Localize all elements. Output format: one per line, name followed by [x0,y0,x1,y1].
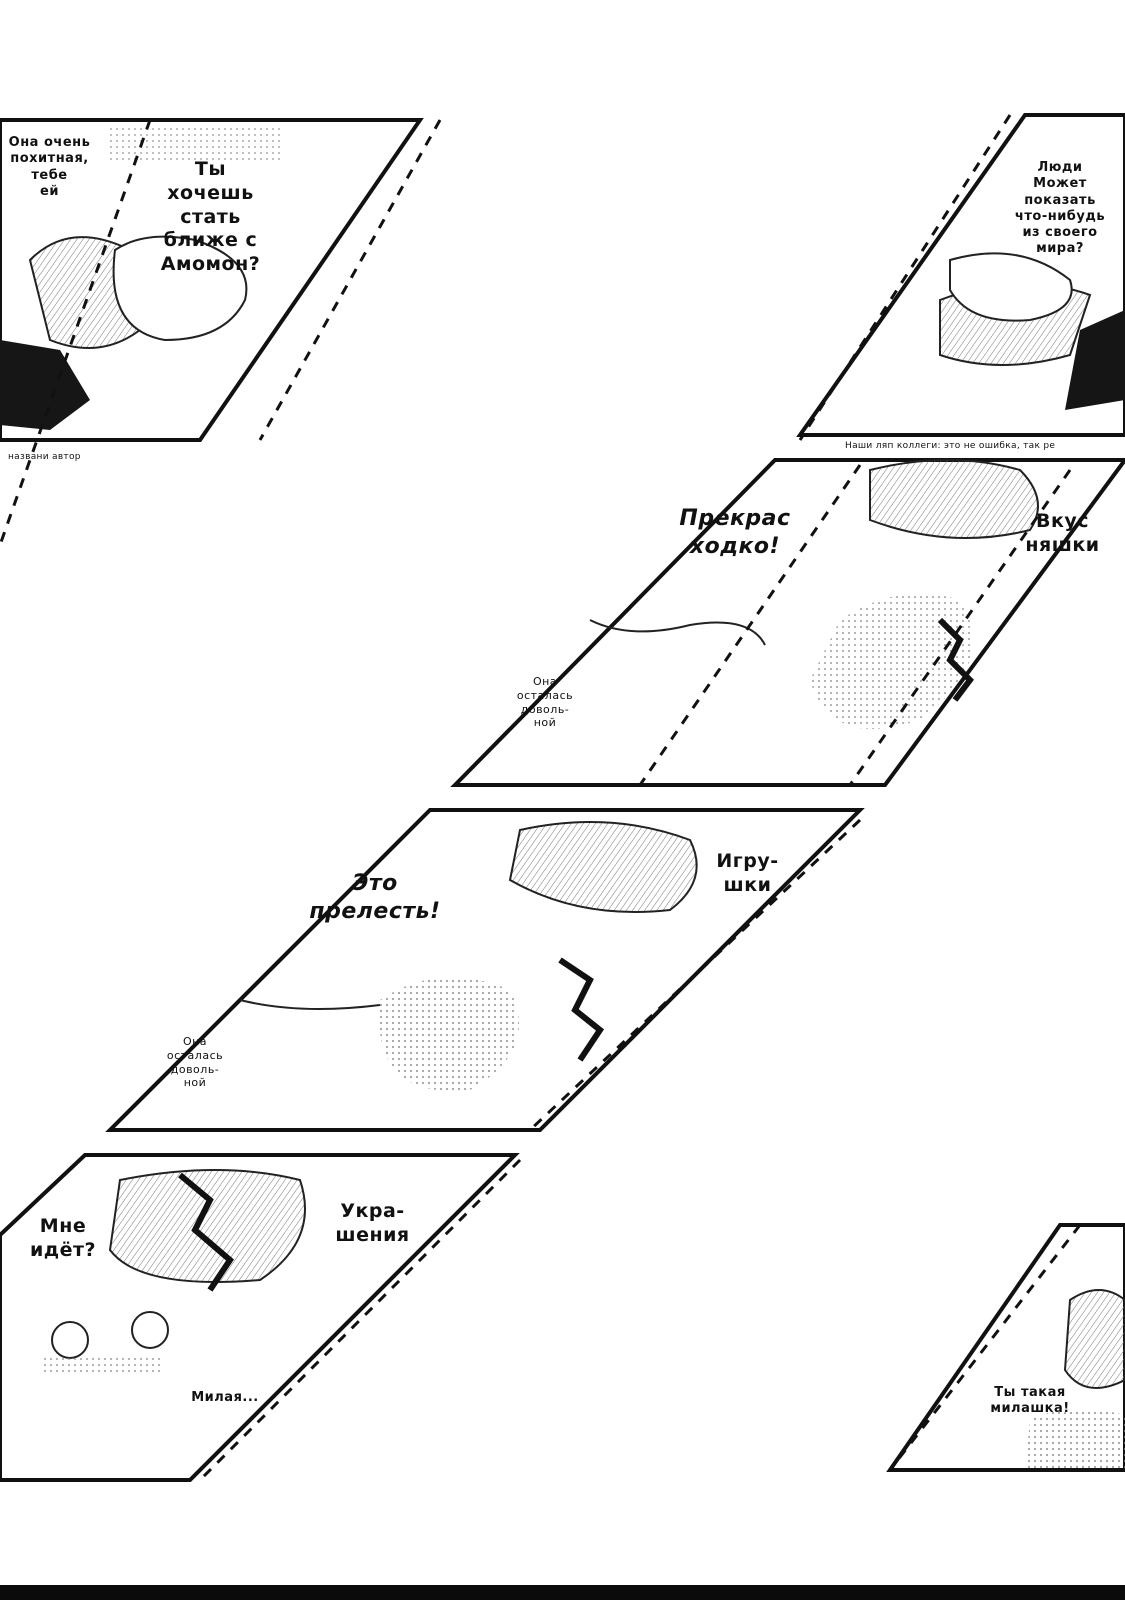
panel-6 [886,1223,1125,1472]
speech-bubble-p6: Ты такая милашка! [990,1385,1070,1417]
narration-p3: Она осталась доволь- ной [516,675,574,730]
bottom-black-bar [0,1585,1125,1600]
shout-p4: Это прелесть! [309,871,441,924]
footnote-p1: названи автор [8,452,81,462]
speech-p5-left: Мне идёт? [29,1215,97,1261]
panel-4 [105,808,865,1132]
panel-5 [0,1153,520,1482]
caption-p3-right: Вкус няшки [1025,510,1100,556]
caption-p4-right: Игру- шки [716,850,779,896]
speech-bubble-p2: Люди Может показать что-нибудь из своего… [1014,160,1106,257]
speech-bubble-p1-right: Ты хочешь стать ближе с Амомон? [160,158,261,275]
shout-p3: Прекрас ходко! [679,506,791,559]
narration-p4: Она осталась доволь- ной [166,1035,224,1090]
panel-1 [0,118,424,442]
panel-3 [450,458,1125,787]
speech-p5-bottom: Милая... [191,1390,259,1405]
caption-p5-right: Укра- шения [335,1200,410,1246]
gutter-dashes [0,114,1082,1482]
footnote-p2: Наши ляп коллеги: это не ошибка, так ре [845,441,1056,451]
speech-bubble-p1-left: Она очень похитная, тебе ей [8,135,91,199]
panel-2 [796,113,1125,437]
